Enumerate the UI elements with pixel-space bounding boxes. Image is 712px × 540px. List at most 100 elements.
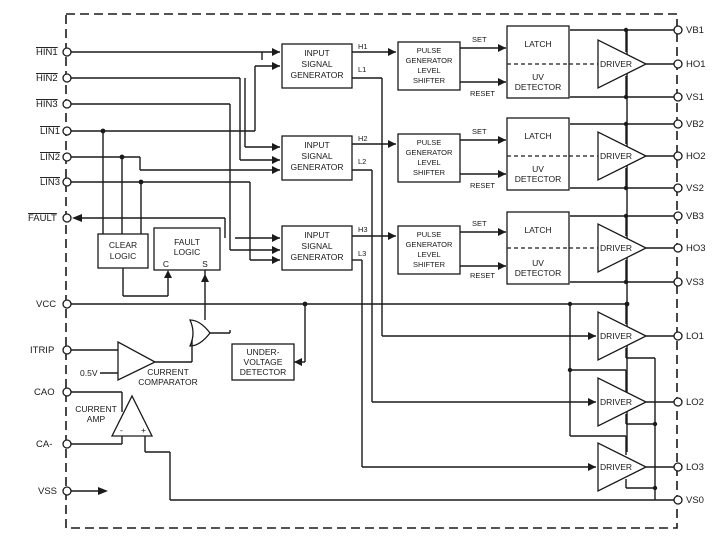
pin-vs0: VS0 xyxy=(686,495,704,506)
pin-lin1: LIN1 xyxy=(40,126,60,137)
svg-text:INPUT: INPUT xyxy=(304,48,330,58)
svg-text:DRIVER: DRIVER xyxy=(600,151,632,161)
svg-text:UV: UV xyxy=(532,72,544,82)
or-gate xyxy=(188,319,211,347)
l1-label: L1 xyxy=(358,65,366,74)
clear-logic-line1: CLEAR xyxy=(109,240,137,250)
svg-text:PULSE: PULSE xyxy=(417,230,442,239)
pin-vs3: VS3 xyxy=(686,277,704,288)
undervoltage-block xyxy=(231,343,295,381)
svg-text:DRIVER: DRIVER xyxy=(600,59,632,69)
pin-vs1: VS1 xyxy=(686,92,704,103)
svg-text:GENERATOR: GENERATOR xyxy=(406,148,453,157)
uv-line1: UNDER- xyxy=(246,347,279,357)
amp-line1: CURRENT xyxy=(75,404,117,414)
pin-vb3: VB3 xyxy=(686,211,704,222)
svg-text:SIGNAL: SIGNAL xyxy=(301,59,332,69)
svg-text:UV: UV xyxy=(532,258,544,268)
input-generator-1: INPUT SIGNAL GENERATOR xyxy=(281,43,353,89)
ref-voltage: 0.5V xyxy=(80,368,98,378)
pin-vb1: VB1 xyxy=(686,25,704,36)
svg-text:PULSE: PULSE xyxy=(417,46,442,55)
pulse-generator-3: PULSE GENERATOR LEVEL SHIFTER xyxy=(397,225,461,275)
amp-minus: - xyxy=(120,425,123,435)
right-pin-markers xyxy=(673,25,683,505)
svg-text:DETECTOR: DETECTOR xyxy=(515,82,562,92)
pin-vs2: VS2 xyxy=(686,183,704,194)
pulse-generator-2: PULSE GENERATOR LEVEL SHIFTER xyxy=(397,133,461,183)
fault-logic-c: C xyxy=(163,259,169,269)
svg-text:DETECTOR: DETECTOR xyxy=(515,268,562,278)
reset-label-3: RESET xyxy=(470,271,495,280)
current-amp xyxy=(110,394,154,437)
svg-text:SIGNAL: SIGNAL xyxy=(301,241,332,251)
pin-hin3: HIN3 xyxy=(36,99,58,110)
input-generator-3: INPUT SIGNAL GENERATOR xyxy=(281,225,353,271)
pin-vcc: VCC xyxy=(36,299,56,310)
uv-line2: VOLTAGE xyxy=(244,357,283,367)
reset-label-2: RESET xyxy=(470,181,495,190)
set-label-1: SET xyxy=(472,35,487,44)
svg-text:DRIVER: DRIVER xyxy=(600,243,632,253)
svg-text:LEVEL: LEVEL xyxy=(417,158,440,167)
latch-uv-1: LATCH UV DETECTOR xyxy=(506,25,570,99)
svg-text:INPUT: INPUT xyxy=(304,140,330,150)
clear-logic-block xyxy=(97,233,149,269)
svg-text:LATCH: LATCH xyxy=(524,39,551,49)
pin-fault: FAULT xyxy=(28,213,57,224)
pin-ca-minus: CA- xyxy=(36,439,52,450)
svg-text:PULSE: PULSE xyxy=(417,138,442,147)
pin-ho1: HO1 xyxy=(686,59,706,70)
high-driver-2: DRIVER xyxy=(597,124,648,188)
uv-line3: DETECTOR xyxy=(240,367,287,377)
pin-lo2: LO2 xyxy=(686,397,704,408)
h2-label: H2 xyxy=(358,134,368,143)
svg-text:LEVEL: LEVEL xyxy=(417,250,440,259)
svg-text:LEVEL: LEVEL xyxy=(417,66,440,75)
pin-itrip: ITRIP xyxy=(30,345,54,356)
fault-logic-line1: FAULT xyxy=(174,237,200,247)
svg-text:GENERATOR: GENERATOR xyxy=(290,162,343,172)
svg-text:SHIFTER: SHIFTER xyxy=(413,260,446,269)
svg-text:LATCH: LATCH xyxy=(524,225,551,235)
clear-logic-line2: LOGIC xyxy=(110,251,136,261)
left-pins xyxy=(70,30,630,495)
svg-text:UV: UV xyxy=(532,164,544,174)
svg-text:DETECTOR: DETECTOR xyxy=(515,174,562,184)
pulse-generator-1: PULSE GENERATOR LEVEL SHIFTER xyxy=(397,41,461,91)
pin-ho3: HO3 xyxy=(686,243,706,254)
comparator-line1: CURRENT xyxy=(147,367,189,377)
amp-plus: + xyxy=(141,425,146,435)
fault-logic-s: S xyxy=(202,259,208,269)
pin-lin2: LIN2 xyxy=(40,152,60,163)
pin-cao: CAO xyxy=(34,387,55,398)
fault-logic-block xyxy=(153,227,221,271)
reset-label-1: RESET xyxy=(470,89,495,98)
svg-text:SHIFTER: SHIFTER xyxy=(413,76,446,85)
low-driver-3: DRIVER xyxy=(597,441,648,493)
input-generator-2: INPUT SIGNAL GENERATOR xyxy=(281,135,353,181)
left-pin-labels: HIN1 HIN2 HIN3 LIN1 LIN2 LIN3 FAULT VCC … xyxy=(28,47,60,497)
comparator-line2: COMPARATOR xyxy=(138,377,198,387)
pin-ho2: HO2 xyxy=(686,151,706,162)
svg-text:GENERATOR: GENERATOR xyxy=(290,70,343,80)
pin-vb2: VB2 xyxy=(686,119,704,130)
high-driver-3: DRIVER xyxy=(597,216,648,282)
svg-text:GENERATOR: GENERATOR xyxy=(406,240,453,249)
svg-text:LATCH: LATCH xyxy=(524,131,551,141)
latch-uv-3: LATCH UV DETECTOR xyxy=(506,211,570,285)
pin-vss: VSS xyxy=(38,486,57,497)
pin-lin3: LIN3 xyxy=(40,177,60,188)
h1-label: H1 xyxy=(358,42,368,51)
svg-text:DRIVER: DRIVER xyxy=(600,397,632,407)
package-outline xyxy=(65,13,678,529)
set-label-2: SET xyxy=(472,127,487,136)
high-driver-1: DRIVER xyxy=(597,30,648,97)
right-pin-labels: VB1 HO1 VS1 VB2 HO2 VS2 VB3 HO3 VS3 LO1 … xyxy=(686,25,706,506)
pin-lo3: LO3 xyxy=(686,462,704,473)
h3-label: H3 xyxy=(358,225,368,234)
svg-text:GENERATOR: GENERATOR xyxy=(290,252,343,262)
amp-line2: AMP xyxy=(87,414,106,424)
pin-hin2: HIN2 xyxy=(36,73,58,84)
